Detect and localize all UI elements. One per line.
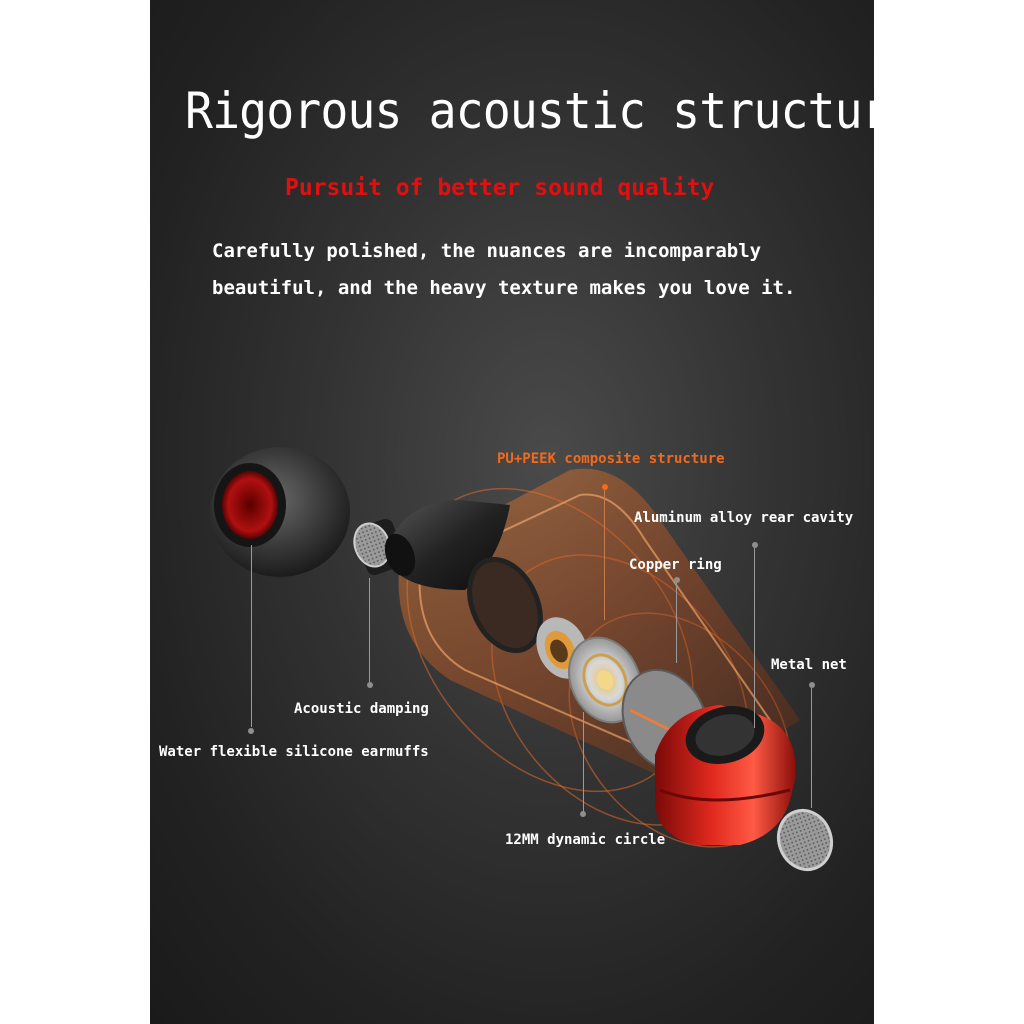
- leader-dot-metal-net: [809, 682, 815, 688]
- leader-line-copper-ring: [676, 583, 677, 663]
- leader-line-dynamic-circle: [583, 712, 584, 812]
- leader-dot-dynamic-circle: [580, 811, 586, 817]
- inner-ring-shape: [467, 556, 543, 654]
- label-acoustic-damping: Acoustic damping: [294, 701, 429, 717]
- leader-line-acoustic-damping: [369, 578, 370, 682]
- product-panel: Rigorous acoustic structure Pursuit of b…: [150, 0, 874, 1024]
- silicone-eartip-shape: [210, 447, 350, 577]
- aluminum-rear-cavity-shape: [655, 705, 796, 845]
- label-aluminum-rear-cavity: Aluminum alloy rear cavity: [634, 510, 854, 526]
- leader-dot-aluminum: [752, 542, 758, 548]
- metal-net-shape: [777, 808, 833, 872]
- description-line-1: Carefully polished, the nuances are inco…: [212, 240, 762, 262]
- page-subtitle: Pursuit of better sound quality: [285, 175, 715, 201]
- label-metal-net: Metal net: [771, 657, 847, 673]
- label-dynamic-circle: 12MM dynamic circle: [505, 832, 666, 848]
- leader-dot-copper-ring: [674, 577, 680, 583]
- leader-line-earmuffs: [251, 545, 252, 727]
- label-pu-peek: PU+PEEK composite structure: [497, 451, 725, 467]
- label-earmuffs: Water flexible silicone earmuffs: [159, 744, 429, 760]
- leader-dot-earmuffs: [248, 728, 254, 734]
- leader-dot-acoustic-damping: [367, 682, 373, 688]
- leader-dot-pu-peek: [602, 484, 608, 490]
- page-title: Rigorous acoustic structure: [185, 82, 874, 140]
- label-copper-ring: Copper ring: [629, 557, 722, 573]
- leader-line-pu-peek: [604, 490, 605, 620]
- earphone-exploded-illustration: [210, 447, 833, 872]
- leader-line-metal-net: [811, 688, 812, 808]
- leader-line-aluminum: [754, 548, 755, 728]
- description-line-2: beautiful, and the heavy texture makes y…: [212, 277, 796, 299]
